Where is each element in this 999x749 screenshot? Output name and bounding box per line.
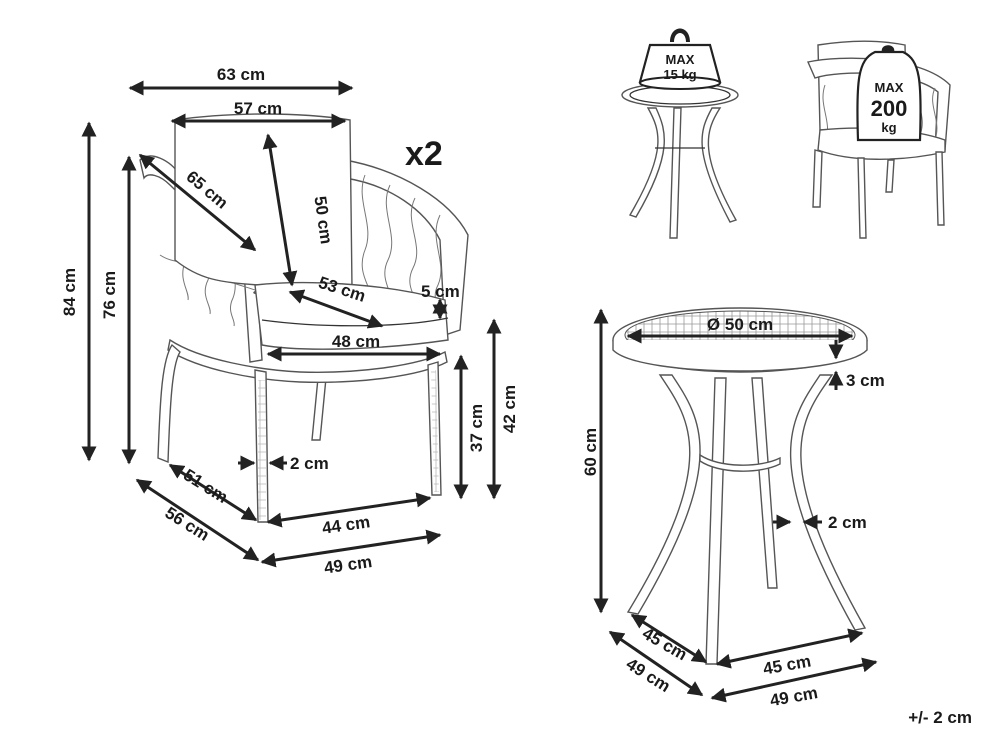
dim-label-total-height: 84 cm xyxy=(60,268,79,316)
chair-load-icon: MAX 200 kg xyxy=(807,40,951,239)
dim-label-table-width-inner: 45 cm xyxy=(762,651,813,678)
chair-seat-frame xyxy=(167,338,448,383)
dim-label-base-width-outer: 49 cm xyxy=(323,552,373,578)
dim-line-base-width-inner xyxy=(266,492,432,528)
dim-line-base-depth-outer xyxy=(135,478,260,562)
table-leg-left xyxy=(626,374,701,615)
table-load-icon: MAX 15 kg xyxy=(621,28,739,239)
table-drawing xyxy=(612,307,868,665)
table-leg-right xyxy=(789,374,867,631)
dim-label-base-depth-outer: 56 cm xyxy=(162,503,213,545)
dim-label-table-depth-outer: 49 cm xyxy=(623,654,674,696)
table-load-value: 15 kg xyxy=(663,67,696,82)
dim-label-seat-height-total: 42 cm xyxy=(500,385,519,433)
chair-load-unit: kg xyxy=(881,120,896,135)
dim-line-base-width-outer xyxy=(260,529,442,568)
dim-label-width-cushion: 57 cm xyxy=(234,99,282,118)
table-cross-ring xyxy=(699,453,781,472)
weight-icon xyxy=(856,50,922,142)
chair-load-value: 200 xyxy=(871,96,908,121)
dim-label-leg-thickness: 2 cm xyxy=(290,454,329,473)
dim-label-table-height: 60 cm xyxy=(581,428,600,476)
dim-label-width-outer: 63 cm xyxy=(217,65,265,84)
table-leg-front xyxy=(705,377,727,665)
chair-front-left-leg xyxy=(157,343,181,464)
dim-label-base-depth-inner: 51 cm xyxy=(180,465,231,507)
dim-label-seat-height-inner: 37 cm xyxy=(467,404,486,452)
weight-handle-icon xyxy=(670,28,690,42)
dim-label-top-thickness: 3 cm xyxy=(846,371,885,390)
chair-load-label: MAX xyxy=(875,80,904,95)
table-leg-back xyxy=(751,377,778,589)
dim-line-table-depth-outer xyxy=(608,630,704,697)
dim-line-seat-depth xyxy=(288,289,384,329)
tolerance-note: +/- 2 cm xyxy=(908,708,972,727)
dim-line-armrest-diagonal xyxy=(138,153,257,252)
dim-line-back-cushion-height xyxy=(262,133,298,287)
dim-label-table-width-outer: 49 cm xyxy=(768,683,819,710)
dim-label-armrest-height: 76 cm xyxy=(100,271,119,319)
dim-label-cushion-thickness: 5 cm xyxy=(421,282,460,301)
chair-back-leg xyxy=(311,377,327,441)
table-load-label: MAX xyxy=(666,52,695,67)
quantity-label: x2 xyxy=(405,135,443,173)
dim-label-table-leg-thickness: 2 cm xyxy=(828,513,867,532)
dim-label-base-width-inner: 44 cm xyxy=(321,512,371,538)
dim-line-table-width-outer xyxy=(710,657,878,703)
dim-label-diameter: Ø 50 cm xyxy=(707,315,773,334)
dim-label-seat-width: 48 cm xyxy=(332,332,380,351)
